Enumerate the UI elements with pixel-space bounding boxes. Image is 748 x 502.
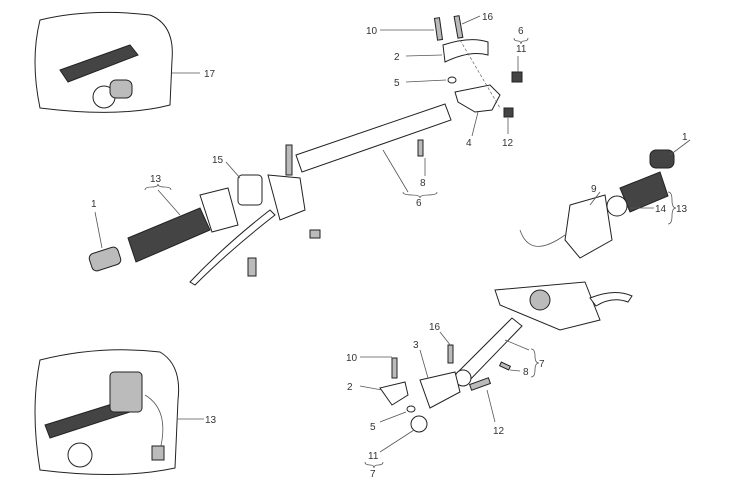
label-13-left: 13 (150, 174, 162, 185)
label-9: 9 (591, 184, 597, 195)
top-clamp-assembly: 10 16 6 11 2 5 4 12 (366, 12, 529, 149)
left-handlebar-tube: 8 6 (295, 103, 452, 209)
label-10-bottom: 10 (346, 353, 358, 364)
bottom-clamp-assembly: 16 3 10 2 7 8 5 12 11 7 (346, 317, 545, 480)
label-17: 17 (204, 69, 216, 80)
label-7-group: 7 (370, 469, 376, 480)
label-11-bottom: 11 (368, 451, 379, 462)
label-6-bar: 6 (416, 198, 422, 209)
label-14: 14 (655, 204, 667, 215)
brake-master-cylinder (494, 281, 633, 331)
label-8-bottom: 8 (523, 367, 529, 378)
label-16-bottom: 16 (429, 322, 441, 333)
label-4: 4 (466, 138, 472, 149)
left-control-assembly: 15 13 1 (88, 144, 321, 286)
label-12: 12 (502, 138, 514, 149)
label-13: 13 (205, 415, 217, 426)
label-10: 10 (366, 26, 378, 37)
label-5: 5 (394, 78, 400, 89)
label-1-right: 1 (682, 132, 688, 143)
label-2: 2 (394, 52, 400, 63)
label-16: 16 (482, 12, 494, 23)
label-6-group: 6 (518, 26, 524, 37)
label-11: 11 (516, 44, 527, 55)
label-5-bottom: 5 (370, 422, 376, 433)
label-7: 7 (539, 359, 545, 370)
label-1-left: 1 (91, 199, 97, 210)
label-13-right: 13 (676, 204, 688, 215)
label-3: 3 (413, 340, 419, 351)
label-15: 15 (212, 155, 224, 166)
label-12-bottom: 12 (493, 426, 505, 437)
inset-throttle-grip: 17 (34, 11, 216, 113)
right-throttle-assembly: 1 9 14 13 (519, 132, 691, 259)
label-8-bar: 8 (420, 178, 426, 189)
label-2-bottom: 2 (347, 382, 353, 393)
inset-clutch-lever: 13 (34, 349, 217, 476)
